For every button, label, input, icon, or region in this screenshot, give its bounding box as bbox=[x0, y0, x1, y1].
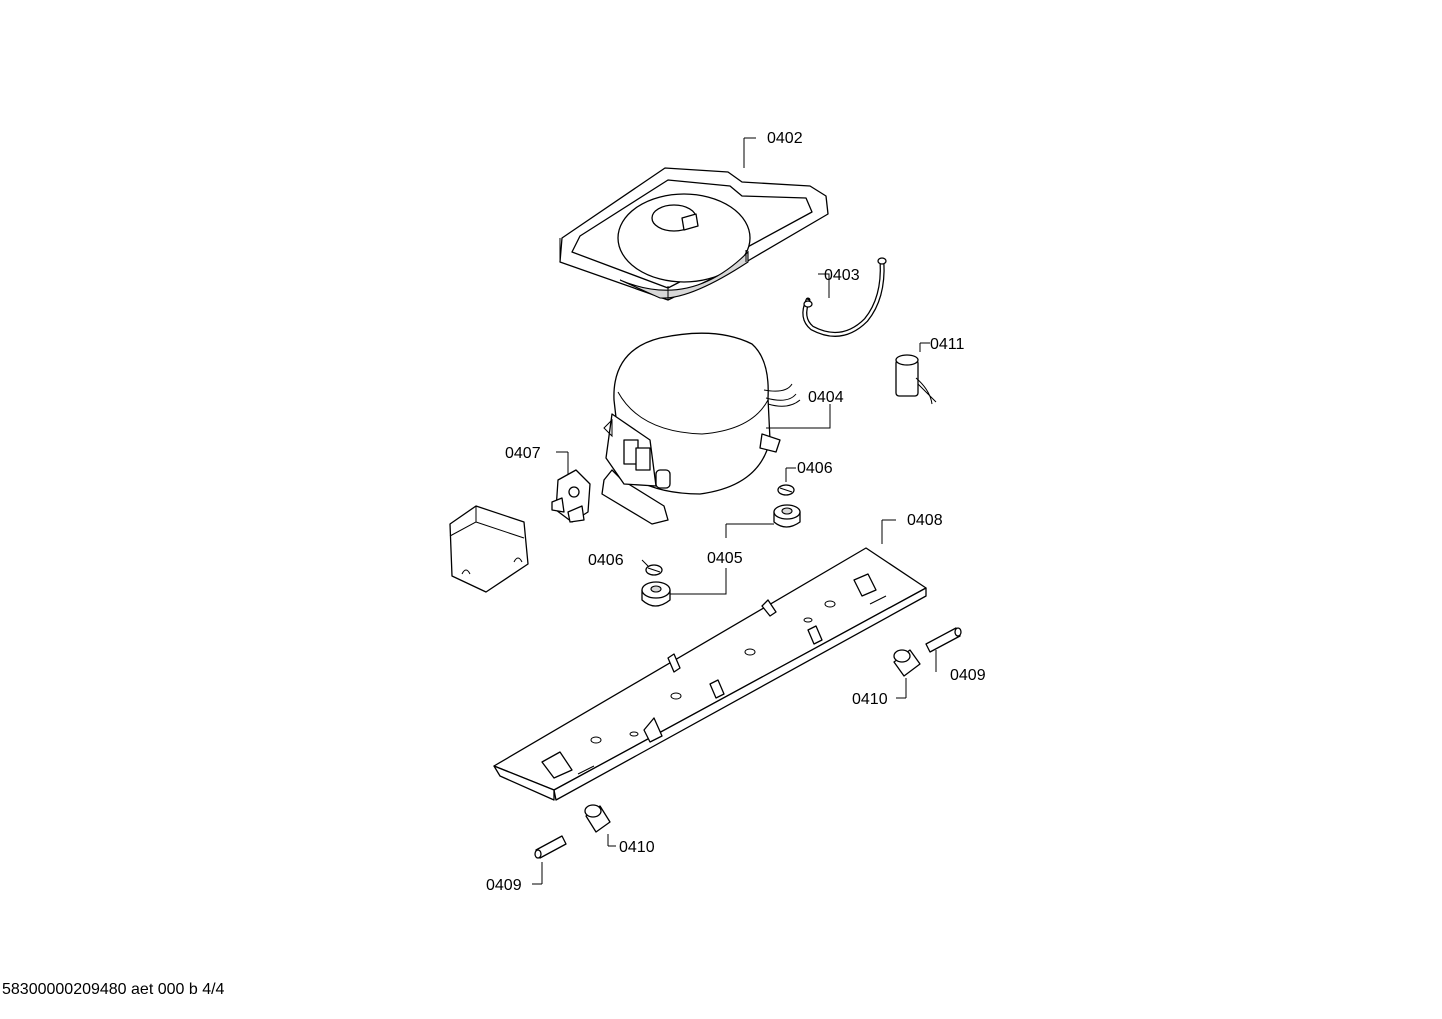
label-0410-left: 0410 bbox=[619, 839, 655, 856]
part-0405-rubber-foot-right bbox=[773, 504, 801, 528]
part-0406-grommet-left bbox=[645, 564, 663, 576]
part-0405-rubber-foot-left bbox=[641, 581, 671, 607]
part-0403-tube bbox=[802, 257, 887, 337]
part-0404-compressor bbox=[601, 332, 801, 525]
label-0409-left: 0409 bbox=[486, 877, 522, 894]
part-0407-relay bbox=[551, 469, 591, 523]
callout-labels: 0402 0403 0411 0404 0407 0406 0408 0406 … bbox=[486, 130, 986, 894]
part-0402-drip-tray bbox=[559, 167, 829, 301]
label-0405: 0405 bbox=[707, 550, 743, 567]
part-0408-mounting-rail bbox=[493, 547, 927, 801]
label-0403: 0403 bbox=[824, 267, 860, 284]
leader-lines bbox=[532, 137, 937, 885]
terminal-cover bbox=[449, 505, 529, 593]
label-0402: 0402 bbox=[767, 130, 803, 147]
label-0411: 0411 bbox=[930, 336, 965, 353]
part-0410-sleeve-left bbox=[584, 804, 611, 833]
part-0409-pin-left bbox=[534, 835, 567, 859]
label-0410-right: 0410 bbox=[852, 691, 888, 708]
part-0410-sleeve-right bbox=[893, 649, 921, 677]
label-0406-right: 0406 bbox=[797, 460, 833, 477]
document-footer-code: 58300000209480 aet 000 b 4/4 bbox=[2, 981, 225, 998]
part-0406-grommet-right bbox=[777, 484, 795, 496]
label-0407: 0407 bbox=[505, 445, 541, 462]
part-0409-pin-right bbox=[925, 627, 962, 653]
label-0408: 0408 bbox=[907, 512, 943, 529]
label-0409-right: 0409 bbox=[950, 667, 986, 684]
part-0411-capacitor bbox=[895, 354, 937, 405]
label-0404: 0404 bbox=[808, 389, 844, 406]
label-0406-left: 0406 bbox=[588, 552, 624, 569]
